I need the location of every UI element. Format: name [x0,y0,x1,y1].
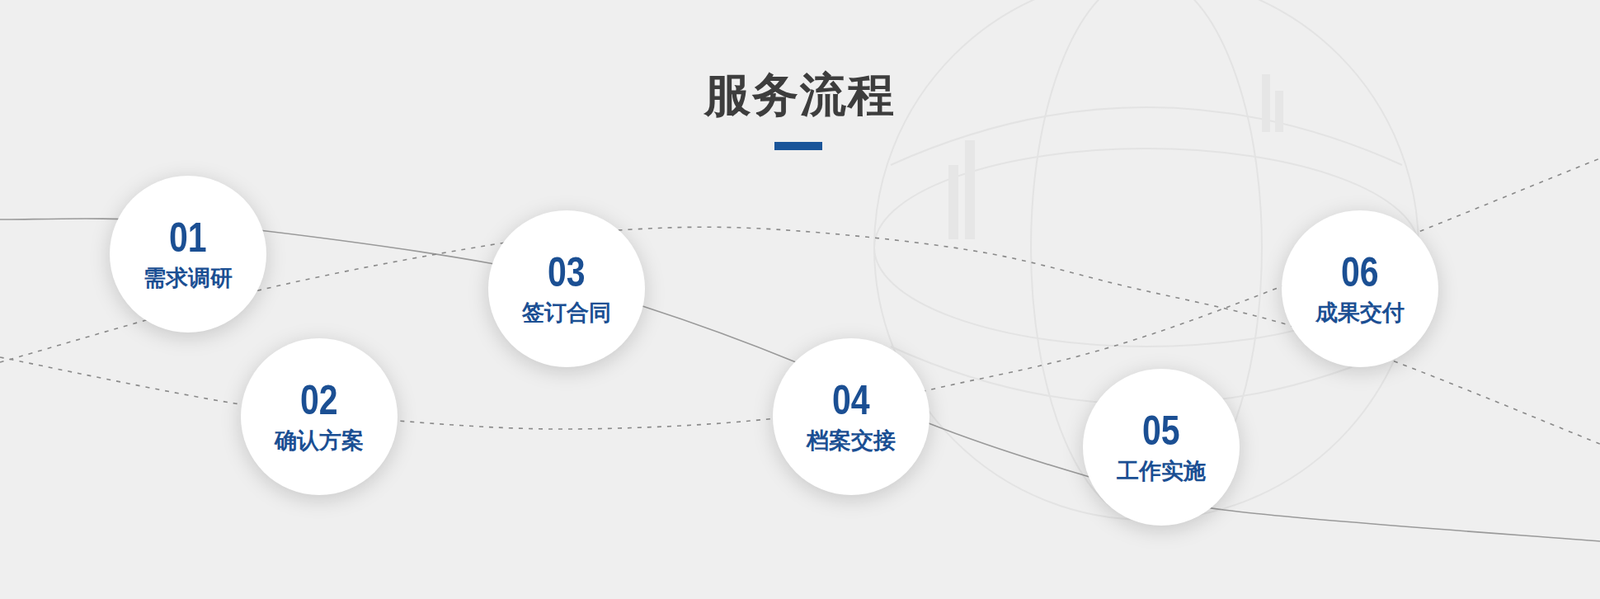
step-content: 03 签订合同 [488,210,645,368]
step-number: 04 [832,379,871,421]
step-circle: 06 成果交付 [1281,210,1439,368]
step-content: 05 工作实施 [1082,368,1240,526]
step-number: 01 [169,216,208,259]
step-label: 档案交接 [806,427,896,454]
step-content: 02 确认方案 [240,338,398,495]
step-number: 03 [547,251,586,293]
step-circle: 01 需求调研 [109,175,267,333]
step-circle: 03 签订合同 [488,210,645,368]
step-label: 签订合同 [522,299,612,326]
step-number: 02 [300,379,339,421]
step-label: 需求调研 [143,264,233,292]
circle-fill [488,210,645,368]
step-label: 确认方案 [274,427,364,454]
circle-fill [240,338,398,495]
step-number: 06 [1341,251,1379,293]
step-number: 05 [1142,409,1181,452]
step-content: 01 需求调研 [109,175,267,333]
step-circle: 04 档案交接 [772,338,930,495]
page-title: 服务流程 [0,64,1600,128]
step-circle: 02 确认方案 [240,338,398,495]
circle-fill [1281,210,1439,368]
title-underline [774,141,823,151]
circle-fill [109,175,267,333]
step-label: 成果交付 [1315,299,1405,326]
step-label: 工作实施 [1116,457,1206,485]
step-content: 04 档案交接 [772,338,930,495]
circle-fill [1082,368,1240,526]
step-circle: 05 工作实施 [1082,368,1240,526]
step-content: 06 成果交付 [1281,210,1439,368]
circle-fill [772,338,930,495]
